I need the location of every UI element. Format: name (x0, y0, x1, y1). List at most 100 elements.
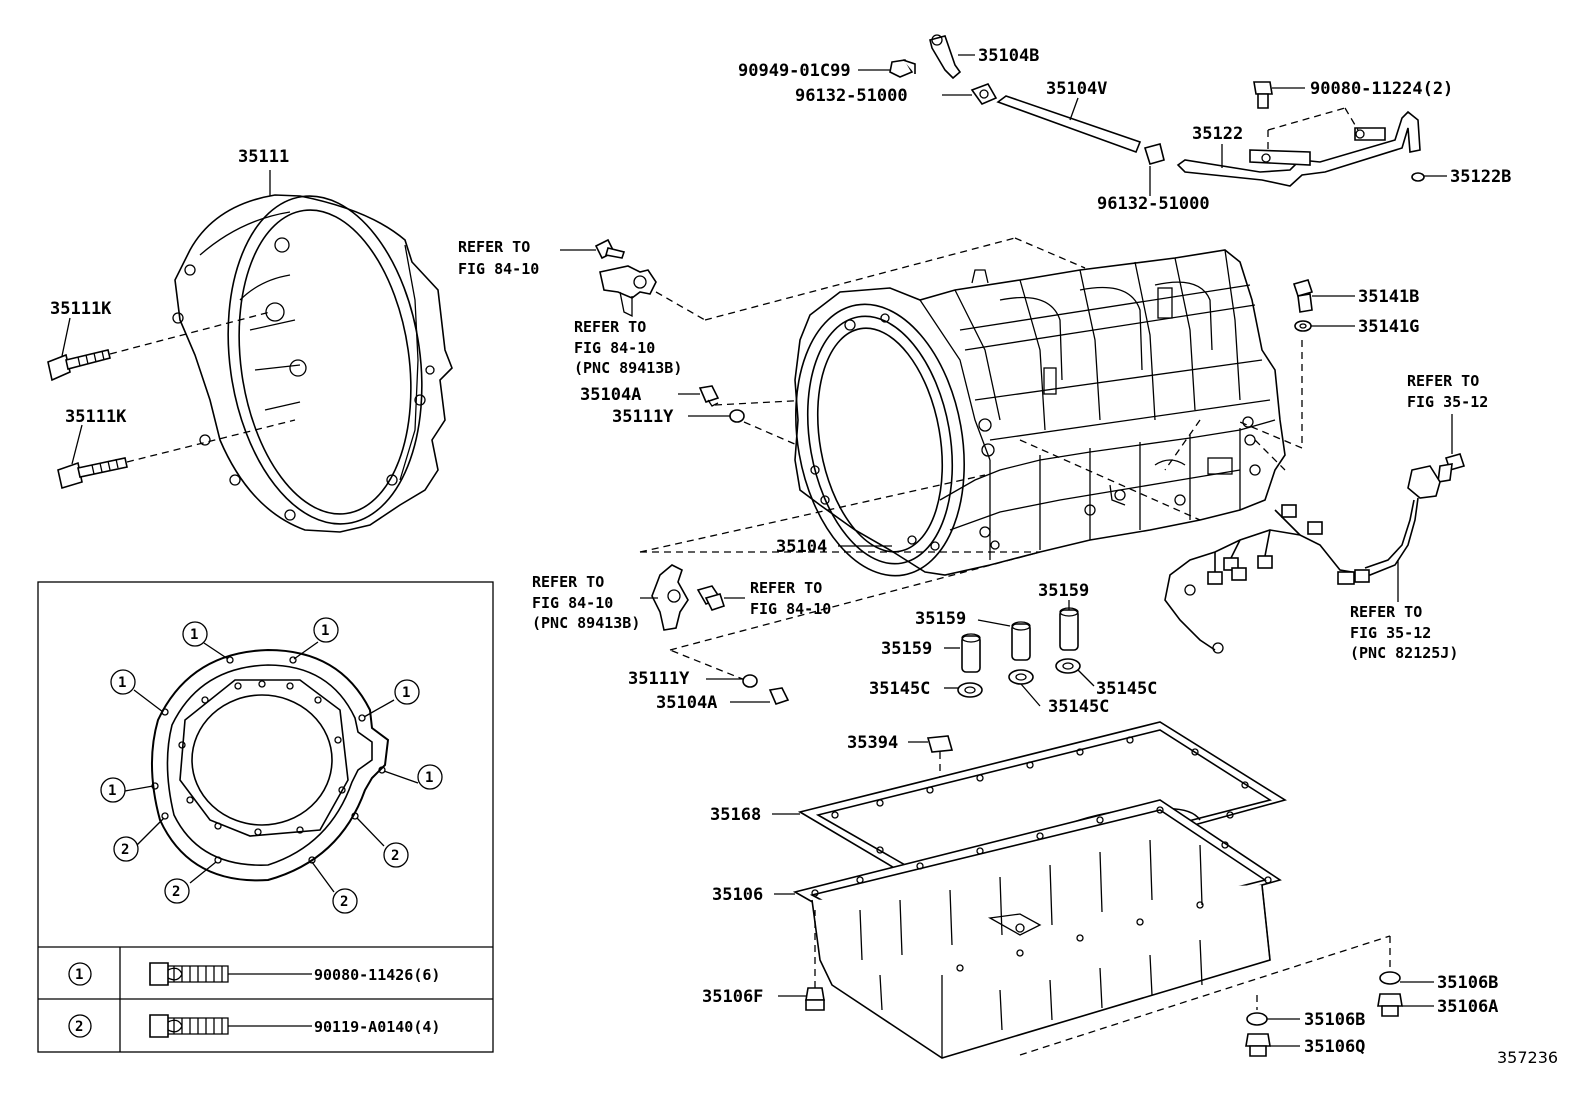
refer-fig-35-12-pnc-82125j: REFER TO FIG 35-12 (PNC 82125J) (1350, 603, 1458, 662)
o-ring-35122b[interactable] (1411, 172, 1425, 182)
drain-plug-35106f[interactable] (805, 987, 825, 1011)
bolt-35111k-upper[interactable] (47, 349, 111, 382)
plug-35106q[interactable] (1245, 1033, 1271, 1057)
svg-text:2: 2 (391, 848, 399, 864)
inset-marker-2-b: 2 (383, 842, 409, 868)
callout-35111: 35111 (238, 147, 289, 167)
wire-harness[interactable] (1164, 465, 1441, 654)
bolt-35111k-lower[interactable] (57, 457, 128, 490)
clip-90949-01c99[interactable] (889, 59, 916, 78)
callout-35106q: 35106Q (1304, 1037, 1365, 1057)
svg-text:2: 2 (121, 842, 129, 858)
bolt-90080-11224[interactable] (1253, 81, 1273, 109)
inset-marker-1-b: 1 (313, 617, 339, 643)
callout-96132-51000-upper: 96132-51000 (795, 86, 908, 106)
washer-35145c-left[interactable] (957, 682, 983, 698)
svg-text:1: 1 (75, 967, 83, 983)
clamp-96132-51000-upper[interactable] (970, 83, 998, 105)
callout-35159-right: 35159 (1038, 581, 1089, 601)
inset-marker-1-a: 1 (182, 621, 208, 647)
callout-35394: 35394 (847, 733, 898, 753)
callout-35168: 35168 (710, 805, 761, 825)
inset-marker-2-c: 2 (164, 878, 190, 904)
callout-35122: 35122 (1192, 124, 1243, 144)
callout-35111k-upper: 35111K (50, 299, 112, 319)
plug-35104a-upper[interactable] (698, 385, 720, 407)
callout-35111k-lower: 35111K (65, 407, 127, 427)
svg-text:1: 1 (321, 623, 329, 639)
callout-35106f: 35106F (702, 987, 763, 1007)
legend-part-90119-a0140: 90119-A0140(4) (314, 1018, 440, 1036)
inset-marker-2-a: 2 (113, 836, 139, 862)
washer-35145c-middle[interactable] (1008, 669, 1034, 685)
callout-35106: 35106 (712, 885, 763, 905)
callout-35145c-right: 35145C (1096, 679, 1157, 699)
svg-text:1: 1 (425, 770, 433, 786)
inset-marker-1-d: 1 (394, 679, 420, 705)
inset-marker-1-e: 1 (100, 777, 126, 803)
plug-35104a-lower[interactable] (768, 687, 790, 705)
harness-bolt[interactable] (1437, 453, 1466, 483)
plug-35106a[interactable] (1377, 993, 1403, 1017)
svg-text:2: 2 (172, 884, 180, 900)
callout-35159-middle: 35159 (915, 609, 966, 629)
sleeve-35159-right[interactable] (1059, 607, 1079, 651)
o-ring-35111y-lower[interactable] (742, 674, 758, 688)
bolt-pattern-inset (37, 581, 494, 1053)
speed-sensor-lower[interactable] (651, 564, 689, 631)
o-ring-35111y-upper[interactable] (729, 409, 745, 423)
svg-text:1: 1 (402, 685, 410, 701)
legend-row-2: 2 90119-A0140(4) (68, 1014, 440, 1038)
sleeve-35159-middle[interactable] (1011, 621, 1031, 661)
svg-text:1: 1 (190, 627, 198, 643)
speed-sensor-upper[interactable] (599, 265, 657, 318)
inset-marker-1-c: 1 (110, 669, 136, 695)
inset-marker-2-d: 2 (332, 888, 358, 914)
callout-35106b-left: 35106B (1304, 1010, 1365, 1030)
callout-35106b-right: 35106B (1437, 973, 1498, 993)
callout-35111y-upper: 35111Y (612, 407, 674, 427)
callout-35159-left: 35159 (881, 639, 932, 659)
sleeve-35159-left[interactable] (961, 633, 981, 673)
callout-35104: 35104 (776, 537, 827, 557)
refer-fig-84-10-pnc-89413b-lower: REFER TO FIG 84-10 (PNC 89413B) (532, 573, 640, 632)
washer-35145c-right[interactable] (1055, 658, 1081, 674)
clamp-96132-51000-lower[interactable] (1143, 143, 1165, 165)
hose-35104v[interactable] (996, 95, 1142, 154)
sensor-bolt-upper[interactable] (594, 238, 626, 260)
washer-35141g[interactable] (1294, 320, 1312, 332)
bolt-35141b[interactable] (1292, 279, 1314, 313)
gasket-35106b-left[interactable] (1246, 1012, 1268, 1026)
breather-plug-35104b[interactable] (929, 34, 962, 80)
callout-35145c-middle: 35145C (1048, 697, 1109, 717)
refer-fig-84-10-pnc-89413b-upper: REFER TO FIG 84-10 (PNC 89413B) (574, 318, 682, 377)
callout-35141b: 35141B (1358, 287, 1419, 307)
sensor-bolt-lower[interactable] (696, 585, 726, 611)
breather-pipe-35122[interactable] (1176, 110, 1421, 187)
legend-part-90080-11426: 90080-11426(6) (314, 966, 440, 984)
svg-text:2: 2 (75, 1019, 83, 1035)
bell-housing-35111[interactable] (172, 183, 453, 536)
callout-35104b: 35104B (978, 46, 1039, 66)
svg-text:1: 1 (118, 675, 126, 691)
callout-35141g: 35141G (1358, 317, 1419, 337)
callout-96132-51000-lower: 96132-51000 (1097, 194, 1210, 214)
callout-35122b: 35122B (1450, 167, 1511, 187)
gasket-35106b-right[interactable] (1379, 971, 1401, 985)
callout-35104v: 35104V (1046, 79, 1107, 99)
figure-id: 357236 (1497, 1048, 1558, 1067)
callout-90949-01c99: 90949-01C99 (738, 61, 851, 81)
legend-row-1: 1 90080-11426(6) (68, 962, 440, 986)
inset-marker-1-f: 1 (417, 764, 443, 790)
magnet-35394[interactable] (926, 735, 954, 753)
refer-fig-84-10-upper: REFER TO FIG 84-10 (458, 238, 539, 278)
callout-35106a: 35106A (1437, 997, 1498, 1017)
oil-pan-35106[interactable] (792, 799, 1282, 1059)
callout-35104a-lower: 35104A (656, 693, 717, 713)
svg-text:2: 2 (340, 894, 348, 910)
transmission-case-35104[interactable] (775, 249, 1286, 589)
callout-90080-11224: 90080-11224(2) (1310, 79, 1453, 99)
callout-35145c-left: 35145C (869, 679, 930, 699)
refer-fig-35-12-upper: REFER TO FIG 35-12 (1407, 372, 1488, 411)
